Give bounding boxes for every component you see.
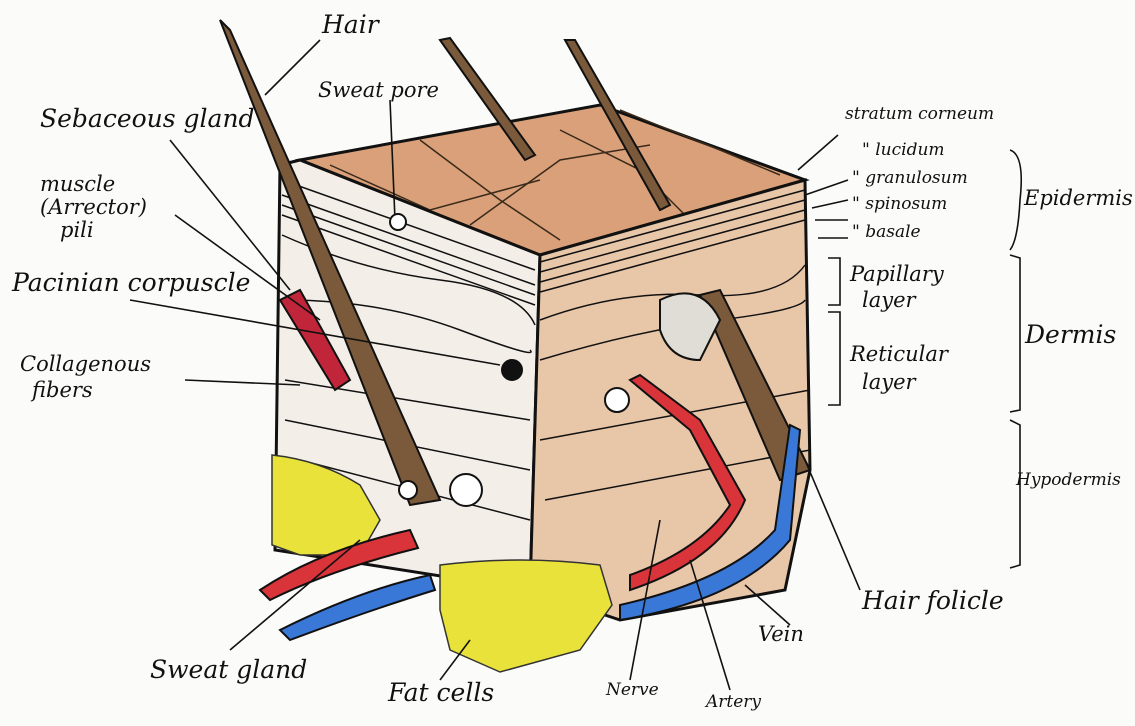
label-nerve: Nerve <box>606 680 659 700</box>
label-hypodermis: Hypodermis <box>1016 470 1121 490</box>
label-hair-follicle: Hair folicle <box>862 586 1004 615</box>
label-sweat-gland: Sweat gland <box>150 655 307 684</box>
label-muscle-2: (Arrector) <box>40 195 147 219</box>
label-vein: Vein <box>758 622 804 646</box>
label-pacinian-corpuscle: Pacinian corpuscle <box>12 268 250 297</box>
label-reticular-2: layer <box>862 370 916 394</box>
label-sweat-pore: Sweat pore <box>318 78 439 102</box>
label-stratum-basale: " basale <box>852 222 921 242</box>
label-stratum-lucidum: " lucidum <box>862 140 945 160</box>
label-reticular-1: Reticular <box>850 342 948 366</box>
label-muscle-1: muscle <box>40 172 115 196</box>
label-muscle-3: pili <box>60 218 94 242</box>
label-epidermis: Epidermis <box>1024 186 1133 210</box>
label-fat-cells: Fat cells <box>388 678 494 707</box>
label-dermis: Dermis <box>1025 320 1116 349</box>
label-papillary-1: Papillary <box>850 262 944 286</box>
label-artery: Artery <box>706 692 761 712</box>
label-hair: Hair <box>322 10 379 39</box>
label-stratum-corneum: stratum corneum <box>845 104 994 124</box>
label-stratum-granulosum: " granulosum <box>852 168 968 188</box>
label-papillary-2: layer <box>862 288 916 312</box>
label-collagenous-1: Collagenous <box>20 352 151 376</box>
label-collagenous-2: fibers <box>32 378 93 402</box>
label-stratum-spinosum: " spinosum <box>852 194 947 214</box>
label-sebaceous-gland: Sebaceous gland <box>40 104 255 133</box>
